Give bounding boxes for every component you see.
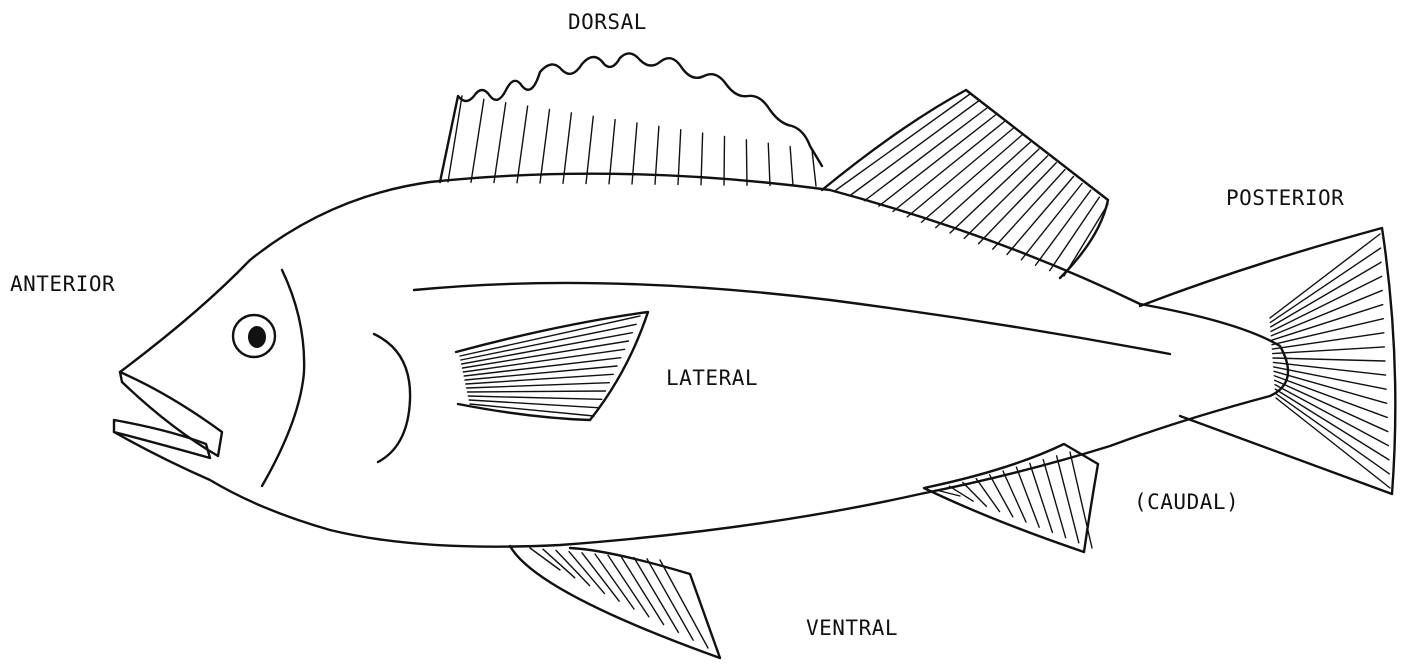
- fin-ray: [836, 94, 970, 190]
- label-ventral: VENTRAL: [806, 618, 898, 639]
- fin-ray: [1007, 177, 1074, 255]
- fin-ray: [950, 149, 1039, 233]
- fin-ray: [1276, 394, 1390, 474]
- fin-ray: [1274, 376, 1387, 418]
- fin-ray: [582, 553, 619, 601]
- fin-ray: [1270, 234, 1380, 318]
- fin-ray: [471, 99, 484, 182]
- fin-ray: [746, 140, 747, 185]
- fish-body-outline: [114, 174, 1288, 547]
- fin-ray: [647, 559, 693, 640]
- fin-ray: [850, 101, 978, 196]
- label-caudal: (CAUDAL): [1134, 492, 1239, 513]
- anal-fin: [924, 444, 1098, 552]
- fin-ray: [990, 475, 1013, 517]
- fin-ray: [540, 110, 550, 184]
- fin-ray: [1070, 452, 1092, 548]
- fish-mouth: [114, 372, 222, 458]
- label-anterior: ANTERIOR: [10, 274, 115, 295]
- fin-ray: [1057, 456, 1079, 543]
- fin-ray: [963, 482, 987, 506]
- fin-ray: [976, 479, 999, 512]
- fin-ray: [608, 555, 649, 617]
- spiny-dorsal-fin: [440, 53, 822, 186]
- fin-ray: [865, 108, 988, 201]
- fin-ray: [1273, 347, 1385, 354]
- fin-ray: [1271, 290, 1382, 335]
- fin-ray: [1003, 471, 1026, 522]
- fin-ray: [1273, 358, 1385, 361]
- fish-eye: [233, 315, 275, 357]
- fin-ray: [1030, 463, 1053, 532]
- pectoral-fin: [456, 312, 648, 420]
- label-lateral: LATERAL: [666, 368, 758, 389]
- fin-ray: [595, 554, 634, 609]
- fin-ray: [466, 374, 613, 384]
- fin-ray: [469, 400, 598, 408]
- fin-ray: [1021, 183, 1082, 260]
- fin-ray: [468, 396, 601, 399]
- pelvic-fin: [510, 546, 720, 658]
- fin-ray: [964, 156, 1047, 239]
- fin-ray: [790, 147, 793, 186]
- gill-cover-line: [262, 270, 304, 486]
- lateral-line: [414, 283, 1170, 354]
- fin-ray: [1275, 385, 1388, 446]
- fin-ray: [621, 556, 664, 624]
- fin-ray: [1271, 262, 1381, 327]
- fin-ray: [1016, 467, 1039, 527]
- label-posterior: POSTERIOR: [1226, 188, 1344, 209]
- caudal-fin: [1140, 228, 1395, 494]
- fin-ray: [494, 103, 506, 183]
- fin-ray: [936, 142, 1031, 228]
- fin-ray: [1273, 362, 1385, 375]
- fin-ray: [467, 383, 610, 388]
- fin-ray: [768, 143, 770, 185]
- soft-dorsal-fin: [822, 90, 1108, 278]
- fin-ray: [1274, 367, 1386, 389]
- label-dorsal: DORSAL: [568, 12, 647, 33]
- fin-ray: [1043, 460, 1065, 538]
- fin-ray: [468, 391, 606, 392]
- gill-arc: [374, 334, 410, 462]
- fin-ray: [517, 106, 528, 183]
